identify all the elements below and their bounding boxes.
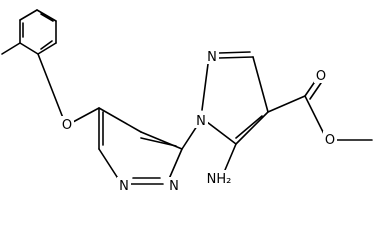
atom-label-amine: NH₂: [207, 172, 232, 187]
tolyl-ring-bond-2: [36, 9, 57, 22]
tolyl-ring-inner-1: [40, 13, 54, 22]
aryl-o-bond: [37, 53, 64, 119]
atom-label-n-pyrimidine-1: N: [119, 179, 129, 194]
carbonyl-bond-2: [309, 82, 322, 100]
pyrazole-inner-1: [218, 51, 251, 54]
atom-n-pyrimidine-1: N: [117, 177, 131, 194]
amine-bond: [224, 143, 237, 171]
atom-o-carbonyl: O: [314, 67, 328, 84]
atom-o-ester: O: [323, 131, 337, 148]
pyrimidine-pyrazole-bond: [181, 125, 198, 150]
pyrimidine-bond-6: [98, 107, 142, 133]
pyrimidine-bond-4: [168, 148, 183, 180]
tolyl-ring-inner-2: [40, 40, 53, 50]
pyrazole-bond-1: [201, 63, 209, 111]
structure-canvas: O N N N N O O NH₂: [1, 9, 373, 194]
atom-label-n-pyrimidine-3: N: [169, 179, 179, 194]
atom-label-n-pyrazole-1: N: [196, 114, 206, 129]
tolyl-ring-bond-1: [19, 9, 38, 21]
atom-label-o-carbonyl: O: [316, 69, 326, 84]
atom-label-o-ether: O: [62, 118, 72, 133]
pyrazole-bond-4: [235, 111, 269, 145]
pyrazole-bond-2: [218, 56, 254, 59]
tolyl-ring-bond-5: [19, 42, 39, 55]
o-pyrimidine-bond: [72, 107, 100, 123]
bond-layer: [1, 9, 373, 185]
ester-link-bond: [267, 95, 306, 113]
atom-n-pyrimidine-3: N: [167, 177, 181, 194]
pyrazole-bond-5: [206, 121, 237, 145]
atom-n-pyrazole-1: N: [194, 112, 208, 129]
pyrimidine-inner-3: [140, 137, 177, 147]
atom-o-ether: O: [60, 116, 74, 133]
pyrimidine-bond-2: [98, 148, 120, 181]
ester-single-bond: [304, 95, 326, 137]
atom-n-pyrazole-2: N: [205, 48, 219, 65]
atom-label-n-pyrazole-2: N: [207, 50, 217, 65]
molecule-drawing: O N N N N O O NH₂: [1, 9, 373, 194]
methyl-bond: [1, 42, 21, 55]
atom-amine: NH₂: [206, 170, 232, 187]
pyrazole-inner-2: [235, 115, 263, 139]
tolyl-ring-bond-4: [37, 42, 57, 55]
atom-label-o-ester: O: [325, 133, 335, 148]
pyrazole-bond-3: [252, 56, 269, 113]
